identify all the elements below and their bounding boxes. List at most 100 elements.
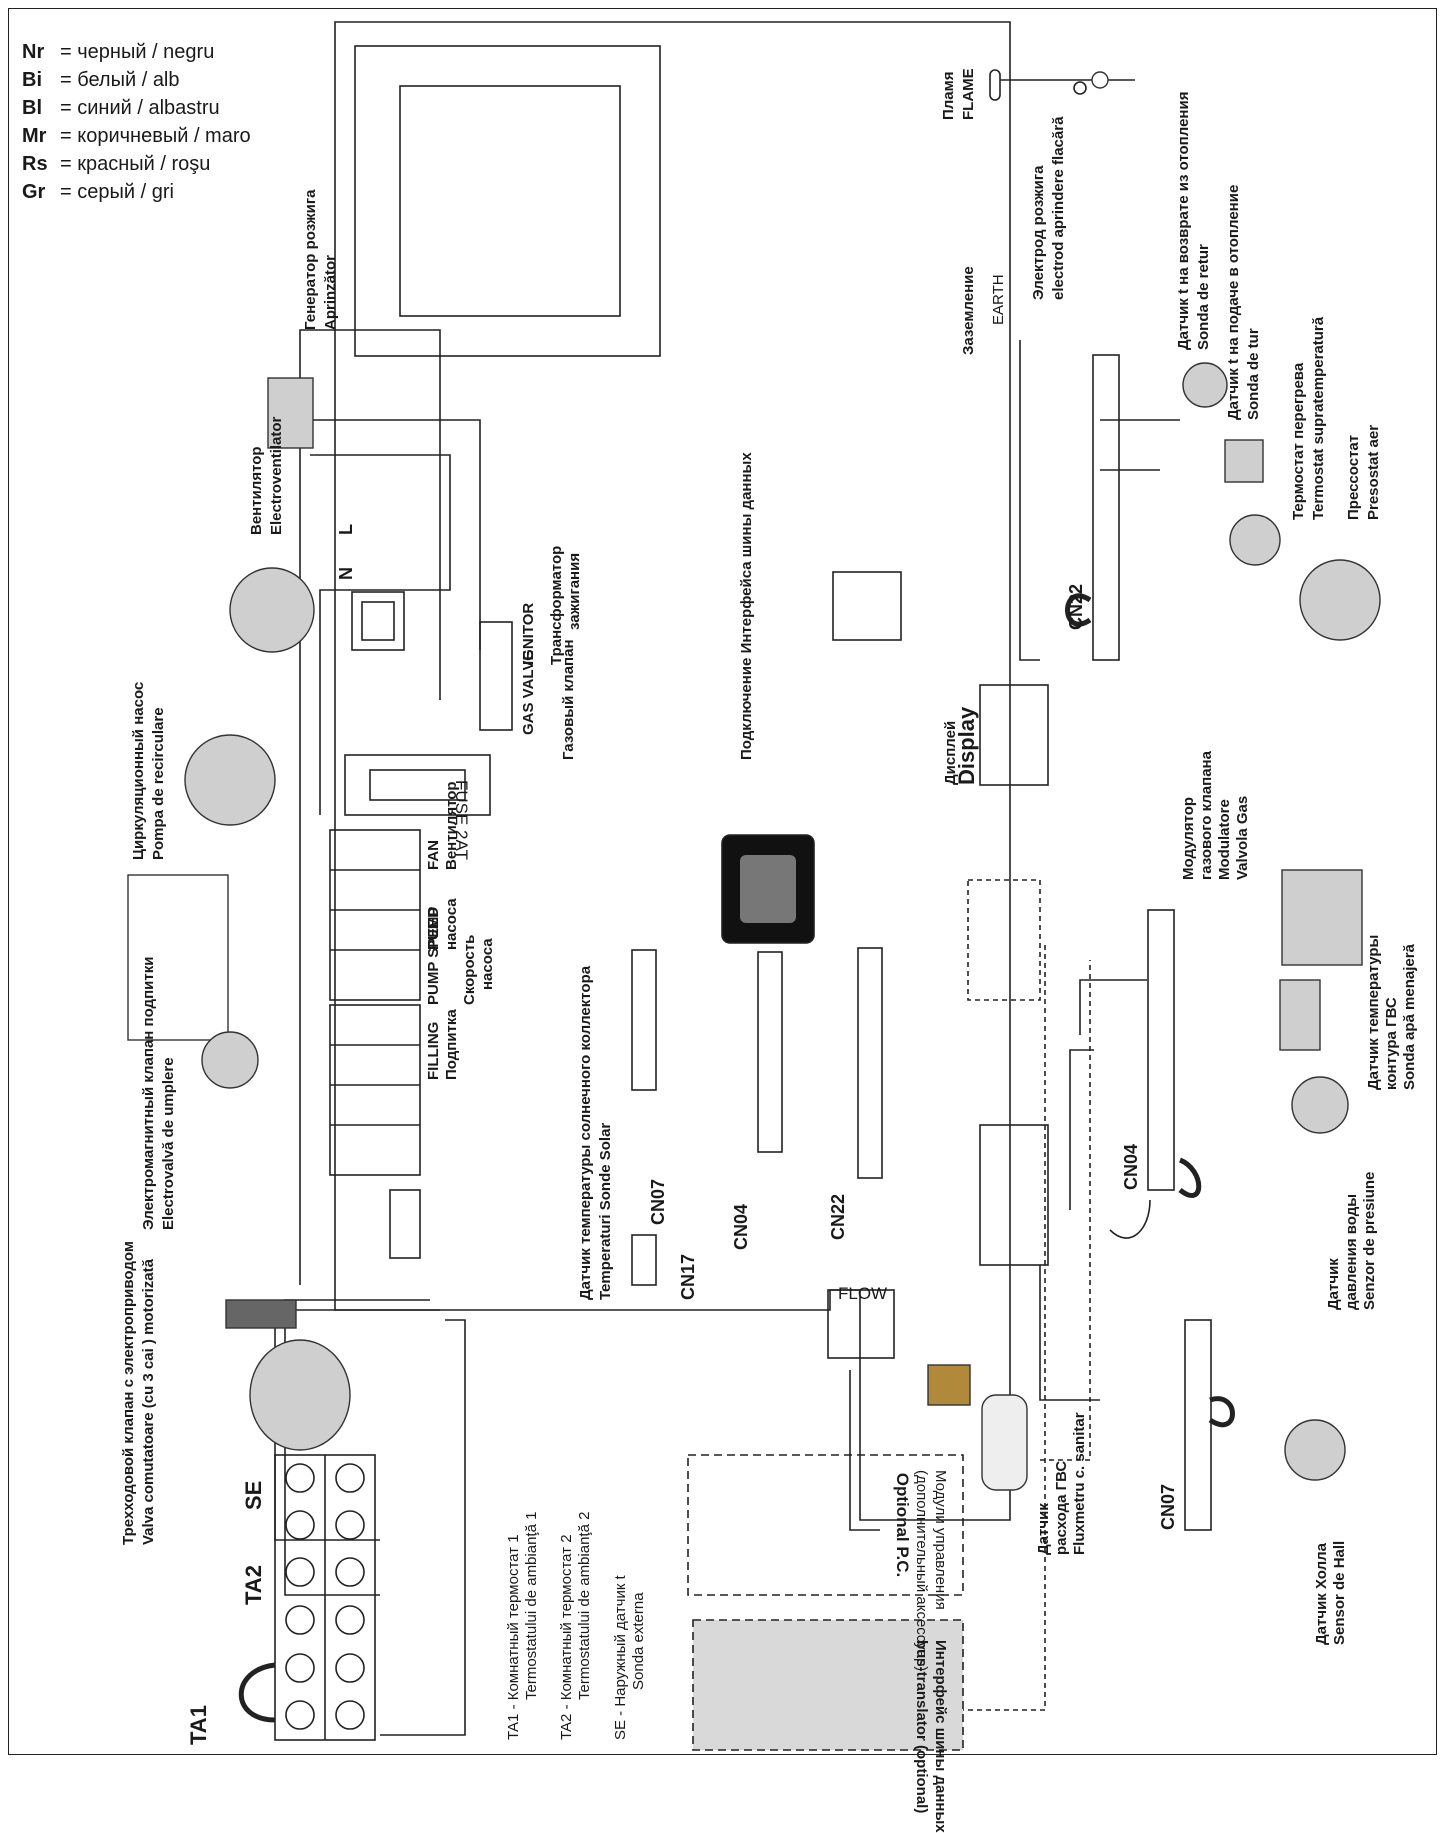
pressure-label-ro: Senzor de presiune [1361, 1171, 1378, 1310]
overheat-thermostat [1224, 439, 1264, 483]
legend-row: Gr= серый / gri [22, 181, 174, 203]
cn04-ext [1147, 909, 1175, 1191]
dhw-label-ru2: контура ГВС [1383, 997, 1400, 1090]
bus-translator-label: Интерфейс шины данных bus-translator (op… [913, 1640, 949, 1833]
filling-pin-ru: Подпитка [443, 1009, 460, 1080]
cn07-ext [1184, 1319, 1212, 1531]
modulator-label-ro: Modulatore [1216, 799, 1233, 880]
igniter-label-ru: Генератор розжига [302, 189, 319, 330]
ta2-label: TA2 [241, 1565, 266, 1605]
flame-label-en: FLAME [960, 68, 977, 120]
cn07-board-label: CN07 [648, 1178, 668, 1225]
filling-connector [329, 1004, 421, 1176]
cn04-board-label: CN04 [731, 1203, 751, 1250]
flame-label-ru: Пламя [940, 71, 957, 120]
diagram-frame [8, 8, 1437, 1755]
ignitor-pin: IGNITOR [520, 602, 537, 665]
display-connector [979, 684, 1049, 786]
cn04-ext-label: CN04 [1121, 1143, 1141, 1190]
pump-speed-pin: PUMP SPEED [425, 906, 442, 1005]
electrode-label-ru: Электрод розжига [1030, 165, 1047, 300]
pump-speed-box [127, 874, 229, 1041]
l-label: L [336, 524, 356, 535]
overheat-label-ro: Termostat supratemperatură [1310, 316, 1327, 520]
fan-label-ru: Вентилятор [248, 446, 265, 535]
legend-row: Rs= красный / roşu [22, 153, 211, 175]
pcb-outline [334, 21, 1011, 1521]
overheat-label-ru: Термостат перегрева [1290, 362, 1307, 520]
wiring-diagram [127, 21, 1381, 1751]
earth-label-ru: Заземление [960, 266, 977, 355]
cn17-board [631, 1234, 657, 1286]
dhw-label-ro: Sonda apă menajeră [1401, 944, 1418, 1090]
gas-valve-label: Газовый клапан [560, 639, 577, 760]
press-label-ru: Прессостат [1345, 434, 1362, 520]
color-legend: Nr= черный / negru Bi= белый / alb Bl= с… [22, 38, 251, 206]
optional-pc-label: Модули управления (дополнительный аксесс… [893, 1470, 949, 1672]
ta1-desc-ru: TA1 - Комнатный термостат 1 [505, 1534, 522, 1740]
dhw-label-ru: Датчик температуры [1365, 934, 1382, 1090]
display-label-en: Display [954, 706, 979, 785]
pump-label-ru: Циркуляционный насос [130, 681, 147, 860]
pump-speed-ru: Скорость [461, 934, 478, 1005]
modulator-label-ro2: Valvola Gas [1234, 795, 1251, 880]
pressure-switch [1299, 559, 1381, 641]
valve-connector [225, 1299, 297, 1329]
electrode [1091, 71, 1109, 89]
pressure-label-ru: Датчик [1325, 1258, 1342, 1310]
legend-row: Nr= черный / negru [22, 41, 215, 63]
return-sensor [1182, 362, 1228, 408]
earth-label-en: EARTH [990, 274, 1007, 325]
return-label-ro: Sonda de retur [1195, 244, 1212, 350]
cn17-board-label: CN17 [678, 1253, 698, 1300]
fill-label-ro: Electrovalvă de umplere [160, 1057, 177, 1230]
flowmeter-connector [927, 1364, 971, 1406]
dhw-sensor [1279, 979, 1321, 1051]
fan-pin-ru: Вентилятор [443, 781, 460, 870]
hall-sensor [1284, 1419, 1346, 1481]
pump-pin-ru: насоса [443, 898, 460, 950]
se-desc-ro: Sonda externa [630, 1592, 647, 1690]
hall-label-ro: Sensor de Hall [1331, 1540, 1348, 1645]
flow-label-ru: Датчик t на подаче в отопление [1225, 184, 1242, 420]
cn22-board-label: CN22 [828, 1193, 848, 1240]
cn07-board [631, 949, 657, 1091]
se-label: SE [241, 1480, 266, 1510]
valve-label-ro: Valva comutatoare (cu 3 cai ) motorizată [140, 1259, 157, 1545]
cn07-ext-label: CN07 [1158, 1483, 1178, 1530]
terminal-strip [389, 1189, 421, 1259]
flowmeter [981, 1394, 1028, 1491]
pump-component [184, 734, 276, 826]
solar-label-ro: Temperaturi Sonde Solar [597, 1122, 614, 1300]
igniter-label-ro: Aprinzător [322, 255, 339, 330]
hall-label-ru: Датчик Холла [1313, 1543, 1330, 1645]
lcd-screen [399, 85, 621, 317]
flowmeter-label-ru2: расхода ГВС [1053, 1460, 1070, 1555]
flow-connector [827, 1289, 895, 1359]
electrode-label-ro: electrod aprindere flacără [1050, 116, 1067, 300]
legend-row: Bi= белый / alb [22, 69, 180, 91]
fill-valve-component [201, 1031, 259, 1089]
pressure-label-ru2: давления воды [1343, 1193, 1360, 1310]
solar-label-ru: Датчик температуры солнечного коллектора [577, 965, 594, 1300]
pump-speed-ru2: насоса [479, 938, 496, 990]
cn22-board [857, 947, 883, 1179]
flowmeter-label-ru: Датчик [1035, 1503, 1052, 1555]
valve-label-ru: Трехходовой клапан с электроприводом [120, 1241, 137, 1545]
pump-label-ro: Pompa de recirculare [150, 707, 167, 860]
se-desc-ru: SE - Наружный датчик t [612, 1575, 629, 1740]
lcd-window [354, 45, 661, 357]
fill-label-ru: Электромагнитный клапан подпитки [140, 956, 157, 1230]
cn22-ext [1092, 354, 1120, 661]
ta1-desc-ro: Termostatului de ambianţă 1 [523, 1511, 540, 1700]
flow-label-ro: Sonda de tur [1245, 328, 1262, 420]
fan-pin-label: FAN [425, 840, 442, 870]
filling-pin: FILLING [425, 1021, 442, 1080]
press-label-ro: Presostat aer [1365, 424, 1382, 520]
modulator-label-ru: Модулятор [1180, 796, 1197, 880]
n-label: N [336, 567, 356, 580]
return-label-ru: Датчик t на возврате из отопления [1175, 91, 1192, 350]
transformer-label-2: зажигания [566, 552, 583, 630]
modulator-label-ru2: газового клапана [1198, 751, 1215, 880]
bus-connection-label: Подключение Интерфейса шины данных [738, 452, 755, 760]
